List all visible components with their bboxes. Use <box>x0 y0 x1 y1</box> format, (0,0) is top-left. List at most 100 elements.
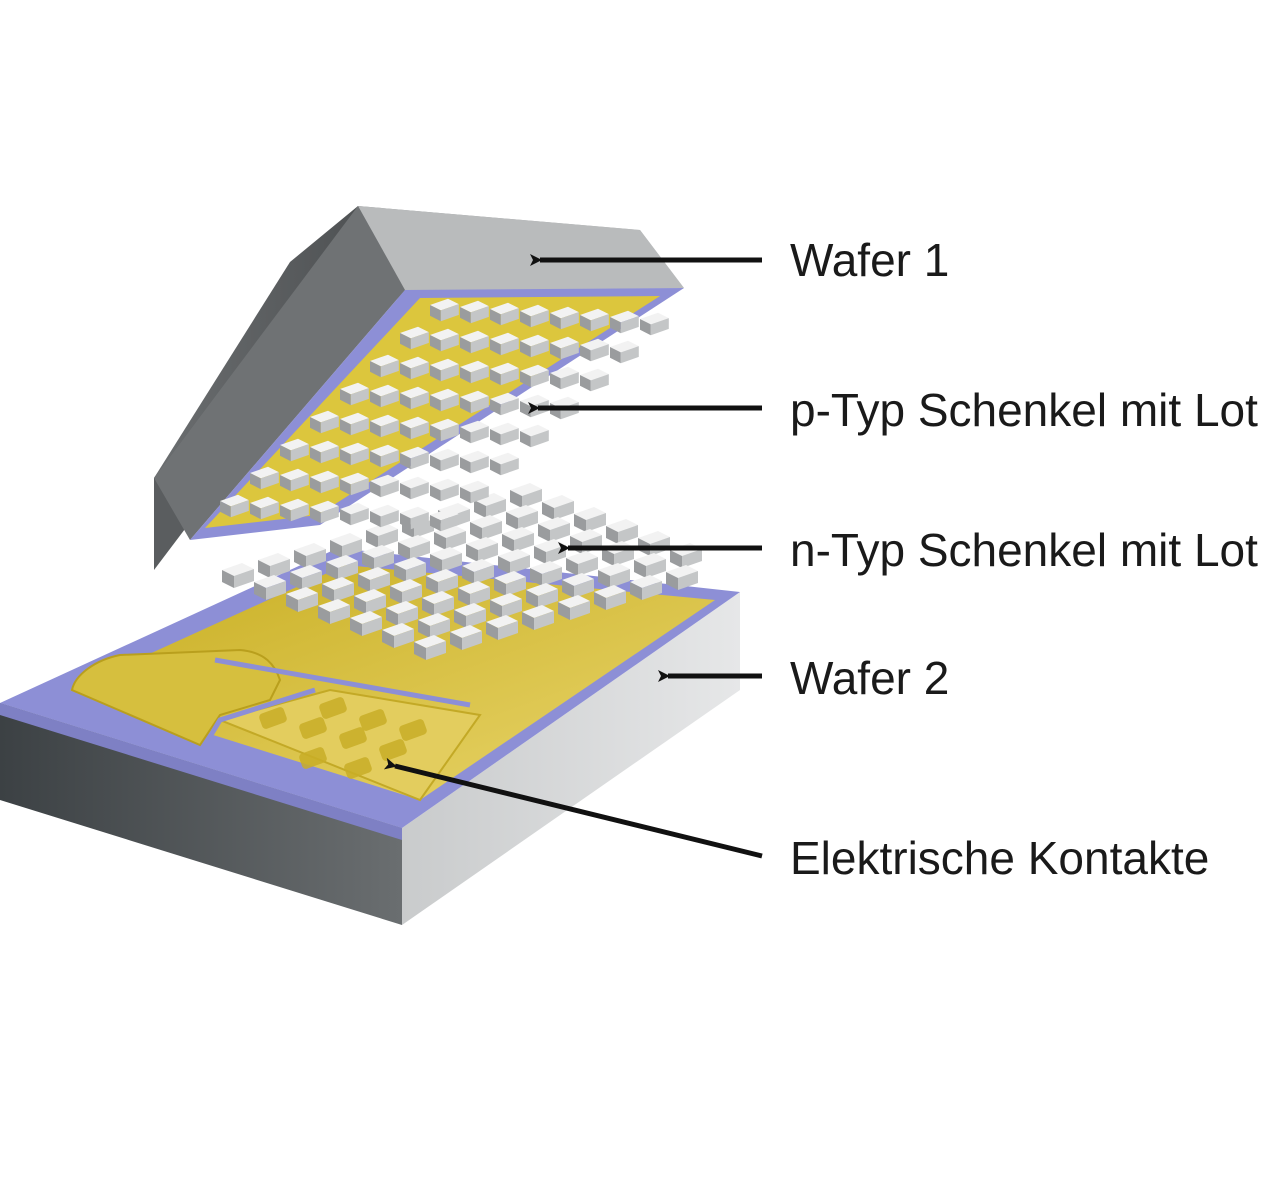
leg-cube <box>530 561 562 586</box>
wafer-2 <box>0 483 740 925</box>
leg-cube <box>354 589 386 614</box>
leg-cube <box>220 494 249 518</box>
leg-cube <box>498 549 530 574</box>
leg-cube <box>280 468 309 492</box>
leg-cube <box>520 364 549 388</box>
leg-cube <box>454 603 486 628</box>
label-p-type-legs: p-Typ Schenkel mit Lot <box>790 384 1258 436</box>
leg-cube <box>506 505 538 530</box>
leg-cube <box>558 595 590 620</box>
leg-cube <box>580 368 609 392</box>
leg-cube <box>486 615 518 640</box>
wafer-2-insulation-edge <box>0 703 402 840</box>
leg-cube <box>490 392 519 416</box>
leg-cube <box>250 466 279 490</box>
leg-cube <box>340 442 369 466</box>
wafer-1-long-face <box>154 206 405 540</box>
leg-cube <box>520 304 549 328</box>
label-wafer-1: Wafer 1 <box>790 234 949 286</box>
callout-labels: Wafer 1 p-Typ Schenkel mit Lot n-Typ Sch… <box>790 234 1258 884</box>
leg-cube <box>414 635 446 660</box>
leg-cube <box>400 416 429 440</box>
leg-cube <box>522 605 554 630</box>
leg-cube <box>490 593 522 618</box>
arrow-contacts <box>383 757 763 859</box>
leg-cube <box>550 306 579 330</box>
leg-cube <box>310 500 339 524</box>
leg-cube <box>430 508 459 532</box>
leg-cube <box>310 470 339 494</box>
leg-cube <box>318 599 350 624</box>
wafer-2-front-face <box>0 703 402 925</box>
electrical-contacts <box>70 648 482 802</box>
leg-cube <box>280 438 309 462</box>
leg-cube <box>370 384 399 408</box>
leg-cube <box>370 474 399 498</box>
leg-cube <box>494 571 526 596</box>
leg-cube <box>550 336 579 360</box>
leg-cube <box>340 472 369 496</box>
leg-cube <box>222 563 254 588</box>
leg-cube <box>430 298 459 322</box>
leg-cube <box>634 553 666 578</box>
leg-cube <box>460 330 489 354</box>
leg-cube <box>398 535 430 560</box>
leg-cube <box>534 539 566 564</box>
leg-cube <box>460 480 489 504</box>
leg-cube <box>490 422 519 446</box>
label-n-type-legs: n-Typ Schenkel mit Lot <box>790 524 1258 576</box>
leg-cube <box>370 414 399 438</box>
leg-cube <box>640 312 669 336</box>
leg-cube <box>460 390 489 414</box>
leg-cube <box>310 440 339 464</box>
leg-cube <box>290 565 322 590</box>
leg-cube <box>538 517 570 542</box>
leg-cube <box>450 625 482 650</box>
leg-cube <box>460 300 489 324</box>
leg-cube <box>340 382 369 406</box>
leg-cube <box>350 611 382 636</box>
leg-cube <box>400 506 429 530</box>
leg-cube <box>434 525 466 550</box>
leg-cube <box>430 418 459 442</box>
leg-cube <box>326 555 358 580</box>
leg-cube <box>340 412 369 436</box>
leg-cube <box>510 483 542 508</box>
wafer-1-gold-field <box>205 296 660 528</box>
callout-arrows <box>383 254 763 859</box>
leg-cube <box>602 541 634 566</box>
leg-cube <box>370 444 399 468</box>
leg-cube <box>550 366 579 390</box>
leg-cube <box>400 356 429 380</box>
leg-cube <box>362 545 394 570</box>
leg-cube <box>390 579 422 604</box>
leg-cube <box>566 551 598 576</box>
leg-cube <box>400 326 429 350</box>
leg-cube <box>394 557 426 582</box>
leg-cube <box>542 495 574 520</box>
leg-cube <box>598 563 630 588</box>
leg-cube <box>474 493 506 518</box>
leg-cube <box>490 362 519 386</box>
leg-cube <box>666 565 698 590</box>
wafer-2-right-face <box>402 592 740 925</box>
leg-cube <box>470 515 502 540</box>
leg-cube <box>490 452 519 476</box>
leg-cube <box>490 332 519 356</box>
leg-cube <box>430 478 459 502</box>
leg-cube <box>462 559 494 584</box>
leg-cube <box>430 328 459 352</box>
wafer-2-gold-field <box>70 565 715 800</box>
leg-cube <box>466 537 498 562</box>
leg-cube <box>430 358 459 382</box>
leg-cube <box>386 601 418 626</box>
leg-cube <box>610 340 639 364</box>
leg-cube <box>490 302 519 326</box>
leg-cube <box>370 354 399 378</box>
leg-cube <box>330 533 362 558</box>
leg-cube <box>370 504 399 528</box>
leg-cube <box>520 424 549 448</box>
leg-cube <box>574 507 606 532</box>
leg-cube <box>520 334 549 358</box>
